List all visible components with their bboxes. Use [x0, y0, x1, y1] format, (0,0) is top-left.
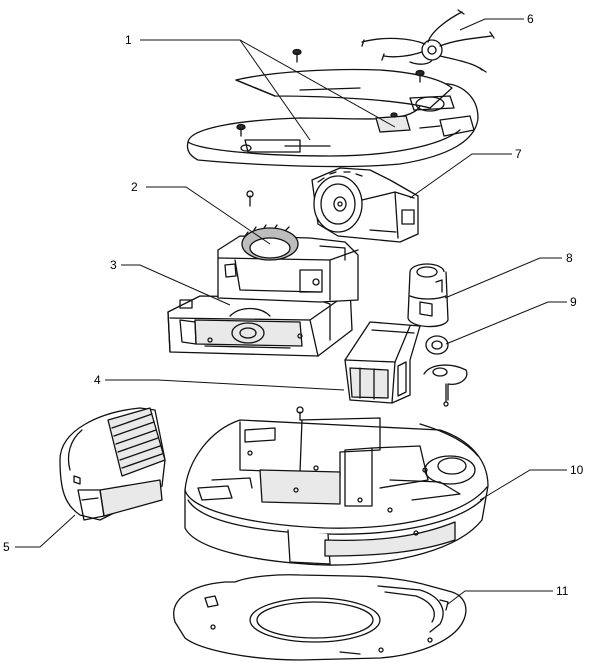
leader-line-6	[459, 18, 524, 31]
leader-line-9	[445, 301, 567, 345]
suction-motor	[407, 263, 449, 328]
screw	[236, 48, 425, 137]
callout-8: 8	[566, 251, 573, 265]
leader-line-3	[121, 264, 231, 306]
callout-11: 11	[556, 584, 569, 598]
battery-pack	[344, 321, 421, 404]
callout-labels: 1 2 3 4 5 6 7 8 9 10 11	[3, 12, 584, 598]
leader-line-5	[15, 514, 76, 548]
callout-9: 9	[570, 295, 577, 309]
screw	[246, 190, 254, 207]
leader-lines	[15, 18, 567, 605]
callout-3: 3	[110, 258, 117, 272]
main-chassis	[184, 406, 489, 566]
wheel-assembly	[217, 224, 359, 303]
leader-line-4	[105, 379, 345, 391]
callout-7: 7	[515, 147, 522, 161]
callout-6: 6	[527, 12, 534, 26]
drive-wheel-motor	[311, 167, 419, 243]
callout-4: 4	[94, 373, 101, 387]
callout-5: 5	[3, 540, 10, 554]
side-brush	[361, 9, 495, 73]
leader-line-2	[146, 186, 271, 245]
leader-line-10	[479, 469, 567, 501]
leader-line-7	[409, 153, 512, 199]
top-cover	[186, 68, 479, 168]
leader-line-8	[444, 257, 562, 299]
leader-line-11	[447, 590, 553, 605]
leader-line-1b	[239, 39, 311, 141]
dust-bin	[59, 407, 166, 521]
front-caster-wheel	[423, 335, 468, 407]
bottom-cover-plate	[173, 574, 467, 661]
callout-2: 2	[131, 180, 138, 194]
callout-10: 10	[570, 463, 584, 477]
callout-1: 1	[125, 33, 132, 47]
